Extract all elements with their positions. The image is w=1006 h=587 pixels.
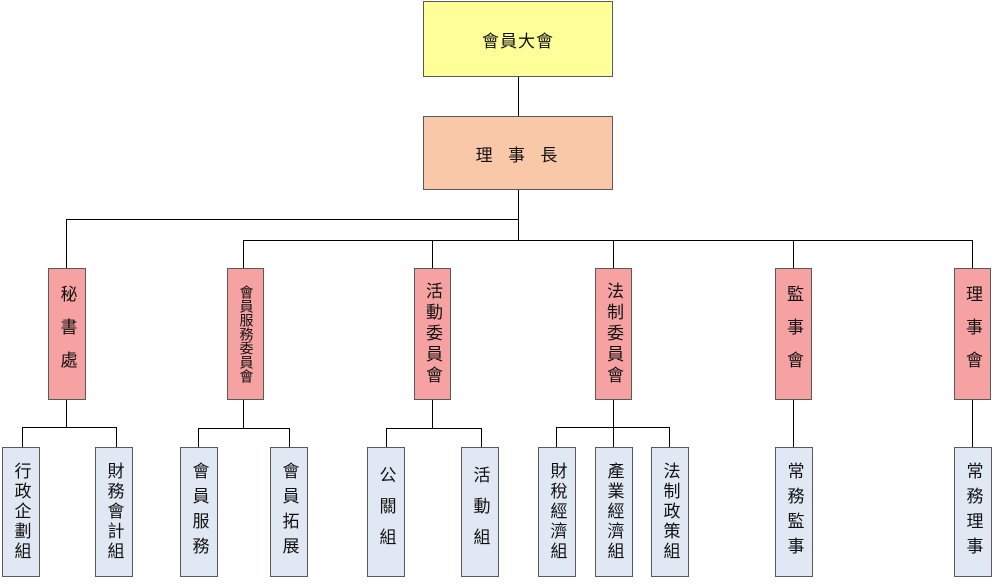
member-services-committee-label: 會員服務委員會 bbox=[237, 285, 254, 383]
activity-committee-label: 活動委員會 bbox=[422, 281, 442, 387]
standing-supervisor-label: 常務監事 bbox=[783, 462, 804, 562]
legal-policy-team-label: 法制政策組 bbox=[659, 462, 680, 562]
industry-economics-team-node: 產業經濟組 bbox=[595, 447, 633, 577]
member-services-team-label: 會員服務 bbox=[188, 462, 209, 562]
admin-planning-team-label: 行政企劃組 bbox=[10, 462, 31, 562]
standing-supervisor-node: 常務監事 bbox=[775, 447, 813, 577]
activity-committee-node: 活動委員會 bbox=[414, 268, 451, 400]
member-expansion-team-label: 會員拓展 bbox=[278, 462, 299, 562]
industry-economics-team-label: 產業經濟組 bbox=[603, 462, 624, 562]
supervisory-board-node: 監事會 bbox=[775, 268, 812, 400]
finance-accounting-team-label: 財務會計組 bbox=[103, 462, 124, 562]
tax-economics-team-label: 財稅經濟組 bbox=[546, 462, 567, 562]
admin-planning-team-node: 行政企劃組 bbox=[2, 447, 40, 577]
chairman-label: 理 事 長 bbox=[475, 145, 561, 166]
tax-economics-team-node: 財稅經濟組 bbox=[538, 447, 576, 577]
secretariat-node: 秘書處 bbox=[48, 268, 86, 400]
legal-committee-label: 法制委員會 bbox=[603, 281, 623, 387]
member-expansion-team-node: 會員拓展 bbox=[270, 447, 308, 577]
standing-director-node: 常務理事 bbox=[954, 447, 992, 577]
secretariat-label: 秘書處 bbox=[56, 284, 77, 384]
member-services-committee-node: 會員服務委員會 bbox=[227, 268, 264, 400]
general-assembly-label: 會員大會 bbox=[482, 31, 554, 52]
finance-accounting-team-node: 財務會計組 bbox=[95, 447, 133, 577]
activity-team-node: 活動組 bbox=[461, 447, 499, 577]
member-services-team-node: 會員服務 bbox=[180, 447, 218, 577]
board-of-directors-label: 理事會 bbox=[962, 284, 982, 384]
chairman-node: 理 事 長 bbox=[423, 116, 613, 190]
activity-team-label: 活動組 bbox=[469, 465, 490, 559]
board-of-directors-node: 理事會 bbox=[954, 268, 991, 400]
legal-policy-team-node: 法制政策組 bbox=[651, 447, 689, 577]
public-relations-team-node: 公關組 bbox=[367, 447, 405, 577]
legal-committee-node: 法制委員會 bbox=[595, 268, 632, 400]
public-relations-team-label: 公關組 bbox=[375, 465, 396, 559]
standing-director-label: 常務理事 bbox=[962, 462, 983, 562]
supervisory-board-label: 監事會 bbox=[783, 284, 803, 384]
general-assembly-node: 會員大會 bbox=[423, 1, 613, 77]
